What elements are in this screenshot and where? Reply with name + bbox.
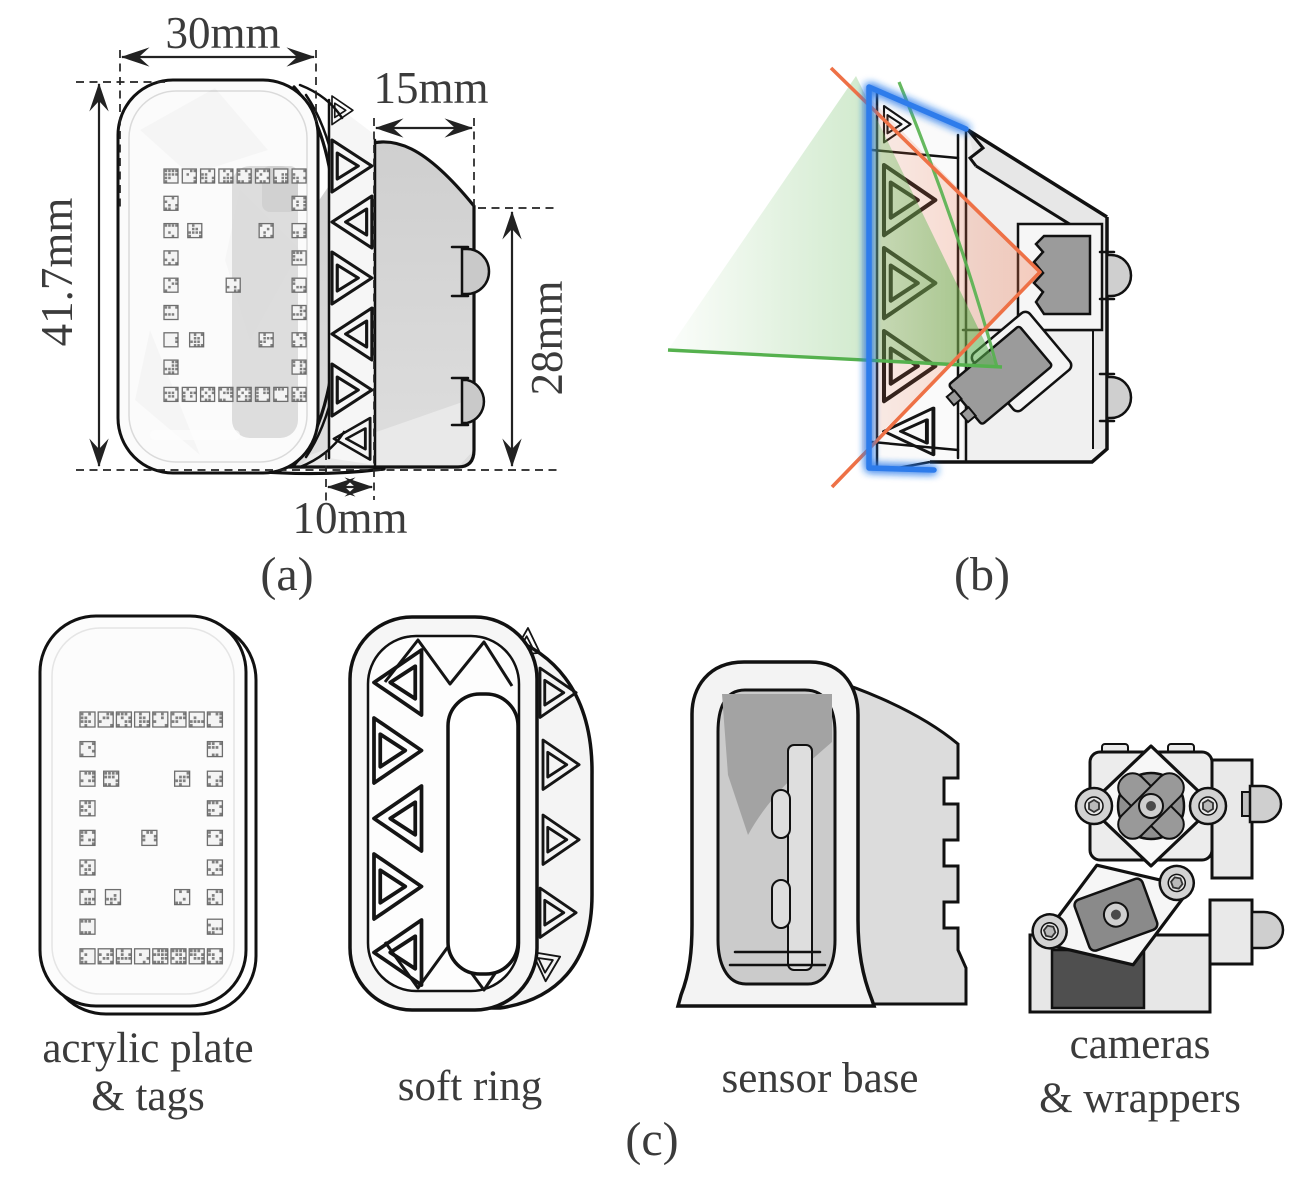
soft-ring-side (250, 83, 386, 476)
dim-base-height-label: 28mm (522, 280, 572, 395)
dim-width-label: 30mm (165, 8, 280, 58)
panel-c-label: (c) (625, 1113, 678, 1166)
upper-fov-edges (829, 66, 1042, 489)
panel-a-dimensioned-view: 30mm 15mm 41.7mm 28mm 10mm (a) (32, 8, 572, 601)
component-sensor-base: sensor base (675, 660, 968, 1102)
upper-camera (1032, 234, 1092, 316)
caption-sensor-base: sensor base (721, 1055, 918, 1102)
caption-plate-line1: acrylic plate (42, 1025, 253, 1072)
caption-cameras-line1: cameras (1070, 1021, 1211, 1068)
component-soft-ring: soft ring (348, 615, 594, 1110)
lower-fov-edge-1 (897, 81, 999, 368)
caption-soft-ring: soft ring (398, 1063, 543, 1110)
panel-b-cross-section: (b) (667, 66, 1133, 601)
panel-a-label: (a) (260, 548, 313, 601)
dim-height-label: 41.7mm (32, 198, 82, 347)
component-acrylic-plate: acrylic plate & tags (38, 614, 258, 1120)
membrane-highlight-outline (866, 84, 969, 473)
fiducial-tag-grid-a (163, 168, 307, 403)
caption-plate-line2: & tags (91, 1073, 204, 1120)
dim-depth-label: 15mm (373, 63, 488, 113)
panel-c-components: acrylic plate & tags (38, 614, 1285, 1166)
panel-b-label: (b) (954, 548, 1010, 601)
connector-bumps-b (1098, 250, 1133, 423)
component-cameras-wrappers: cameras & wrappers (1028, 743, 1285, 1122)
caption-cameras-line2: & wrappers (1039, 1075, 1241, 1122)
lower-camera (945, 310, 1073, 425)
sensor-front-face (116, 78, 320, 475)
dim-ring-depth-label: 10mm (292, 493, 407, 543)
fiducial-tag-grid-c (79, 711, 224, 965)
lower-fov-edge-2 (667, 348, 1003, 369)
dimension-lines-a: 30mm 15mm 41.7mm 28mm 10mm (32, 8, 572, 543)
lower-camera-fov-fill (668, 76, 997, 367)
